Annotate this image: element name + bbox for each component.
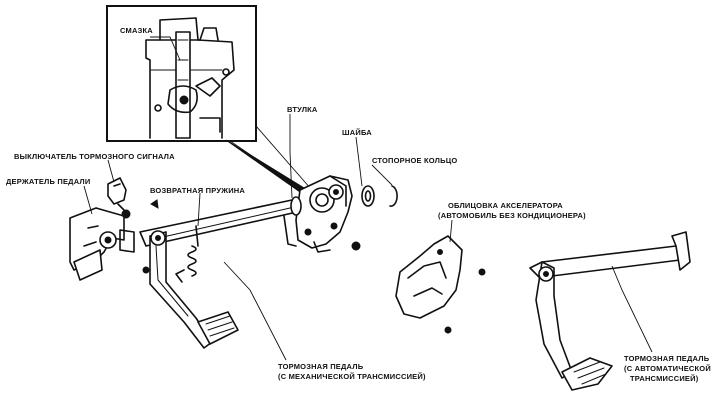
label-retaining-ring: СТОПОРНОЕ КОЛЬЦО	[372, 156, 457, 165]
lubrication-detail-inset	[106, 5, 257, 142]
clip-fastener	[150, 199, 159, 209]
leader-brake-light-switch	[107, 159, 115, 183]
label-brake-pedal-manual-line2: (С МЕХАНИЧЕСКОЙ ТРАНСМИССИЕЙ)	[278, 372, 426, 381]
pedal-bracket	[69, 207, 135, 281]
label-brake-pedal-auto-line1: ТОРМОЗНАЯ ПЕДАЛЬ	[624, 354, 710, 363]
label-pedal-bracket: ДЕРЖАТЕЛЬ ПЕДАЛИ	[6, 177, 91, 186]
leader-accel-trim	[449, 219, 453, 243]
leader-retaining-ring	[371, 164, 393, 186]
label-brake-light-switch: ВЫКЛЮЧАТЕЛЬ ТОРМОЗНОГО СИГНАЛА	[14, 152, 175, 161]
shaft-mount-bracket	[283, 175, 361, 253]
retaining-ring-part	[389, 185, 398, 207]
leader-lubrication	[150, 36, 181, 61]
return-spring	[175, 225, 199, 283]
label-return-spring: ВОЗВРАТНАЯ ПРУЖИНА	[150, 186, 245, 195]
leader-bushing	[289, 114, 293, 199]
label-brake-pedal-manual-line1: ТОРМОЗНАЯ ПЕДАЛЬ	[278, 362, 364, 371]
label-brake-pedal-auto-line2: (С АВТОМАТИЧЕСКОЙ	[624, 364, 711, 373]
accelerator-trim-panel	[395, 235, 486, 334]
label-brake-pedal-auto-line3: ТРАНСМИССИЕЙ)	[630, 374, 699, 383]
brake-pedal-automatic	[529, 231, 691, 391]
brake-light-switch	[107, 177, 131, 219]
leader-brake-pedal-auto	[611, 265, 653, 353]
leader-washer	[355, 136, 363, 187]
label-accel-trim-line1: ОБЛИЦОВКА АКСЕЛЕРАТОРА	[448, 201, 563, 210]
label-washer: ШАЙБА	[342, 128, 372, 137]
leader-return-spring	[197, 192, 201, 227]
label-accel-trim-line2: (АВТОМОБИЛЬ БЕЗ КОНДИЦИОНЕРА)	[438, 211, 586, 220]
inset-callout-line-2	[255, 125, 312, 190]
bushing-part	[290, 196, 302, 216]
washer-part	[361, 185, 375, 207]
brake-pedal-manual	[142, 230, 239, 349]
label-bushing: ВТУЛКА	[287, 105, 318, 114]
label-lubrication: СМАЗКА	[120, 26, 153, 35]
leader-pedal-bracket	[83, 185, 93, 215]
leader-brake-pedal-manual	[223, 261, 287, 361]
inset-callout-wedge	[225, 139, 305, 193]
washer-hole	[364, 190, 372, 202]
